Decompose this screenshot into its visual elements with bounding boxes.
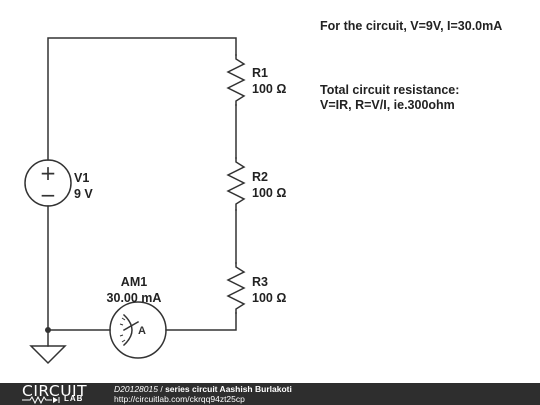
- logo-resistor-icon: [22, 396, 60, 404]
- ammeter-dial-arc: [122, 313, 133, 347]
- circuit-id: D20128015: [114, 384, 158, 394]
- circuit-url-link[interactable]: http://circuitlab.com/ckrqq94zt25cp: [114, 394, 245, 404]
- r1-value: 100 Ω: [252, 82, 286, 96]
- resistor-r1: [226, 54, 246, 106]
- r1-name: R1: [252, 66, 268, 80]
- r3-name: R3: [252, 275, 268, 289]
- ammeter-symbol: A: [138, 325, 146, 337]
- ammeter-tick-2: [119, 323, 124, 326]
- v1-plus-sign: +: [40, 161, 57, 185]
- ammeter-tick-3: [119, 334, 124, 337]
- ammeter-needle: [122, 320, 140, 332]
- circuitlab-logo[interactable]: CIRCUIT LAB: [22, 382, 94, 404]
- r2-value: 100 Ω: [252, 186, 286, 200]
- am1-name: AM1: [121, 275, 147, 289]
- junction-dot: [45, 327, 51, 333]
- note-resistance-heading: Total circuit resistance:: [320, 83, 460, 97]
- circuit-schematic: A + − R1 100 Ω R2 100 Ω R3 100 Ω V1 9 V …: [24, 37, 286, 365]
- footer-separator: /: [157, 384, 166, 394]
- v1-name: V1: [74, 171, 89, 185]
- v1-value: 9 V: [74, 187, 93, 201]
- r3-value: 100 Ω: [252, 291, 286, 305]
- voltage-source-v1: [24, 159, 72, 207]
- footer-circuit-info: D20128015 / series circuit Aashish Burla…: [114, 384, 292, 394]
- footer-bar: CIRCUIT LAB D20128015 / series circuit A…: [0, 382, 540, 405]
- r2-name: R2: [252, 170, 268, 184]
- ammeter-am1: [109, 301, 167, 359]
- v1-minus-sign: −: [40, 183, 57, 207]
- logo-subtext: LAB: [64, 394, 84, 403]
- am1-value: 30.00 mA: [107, 291, 162, 305]
- note-circuit-values: For the circuit, V=9V, I=30.0mA: [320, 19, 503, 33]
- wire-top: [47, 37, 237, 161]
- resistor-r3: [226, 262, 246, 314]
- wire-bottom-right: [165, 312, 237, 331]
- circuit-title[interactable]: series circuit Aashish Burlakoti: [165, 384, 292, 394]
- logo-text: CIRCUIT: [22, 382, 88, 400]
- note-resistance-formula: V=IR, R=V/I, ie.300ohm: [320, 98, 455, 112]
- ammeter-tick-4: [121, 339, 126, 343]
- ground-symbol: [29, 345, 67, 365]
- ammeter-tick-1: [121, 317, 126, 321]
- resistor-r2: [226, 157, 246, 211]
